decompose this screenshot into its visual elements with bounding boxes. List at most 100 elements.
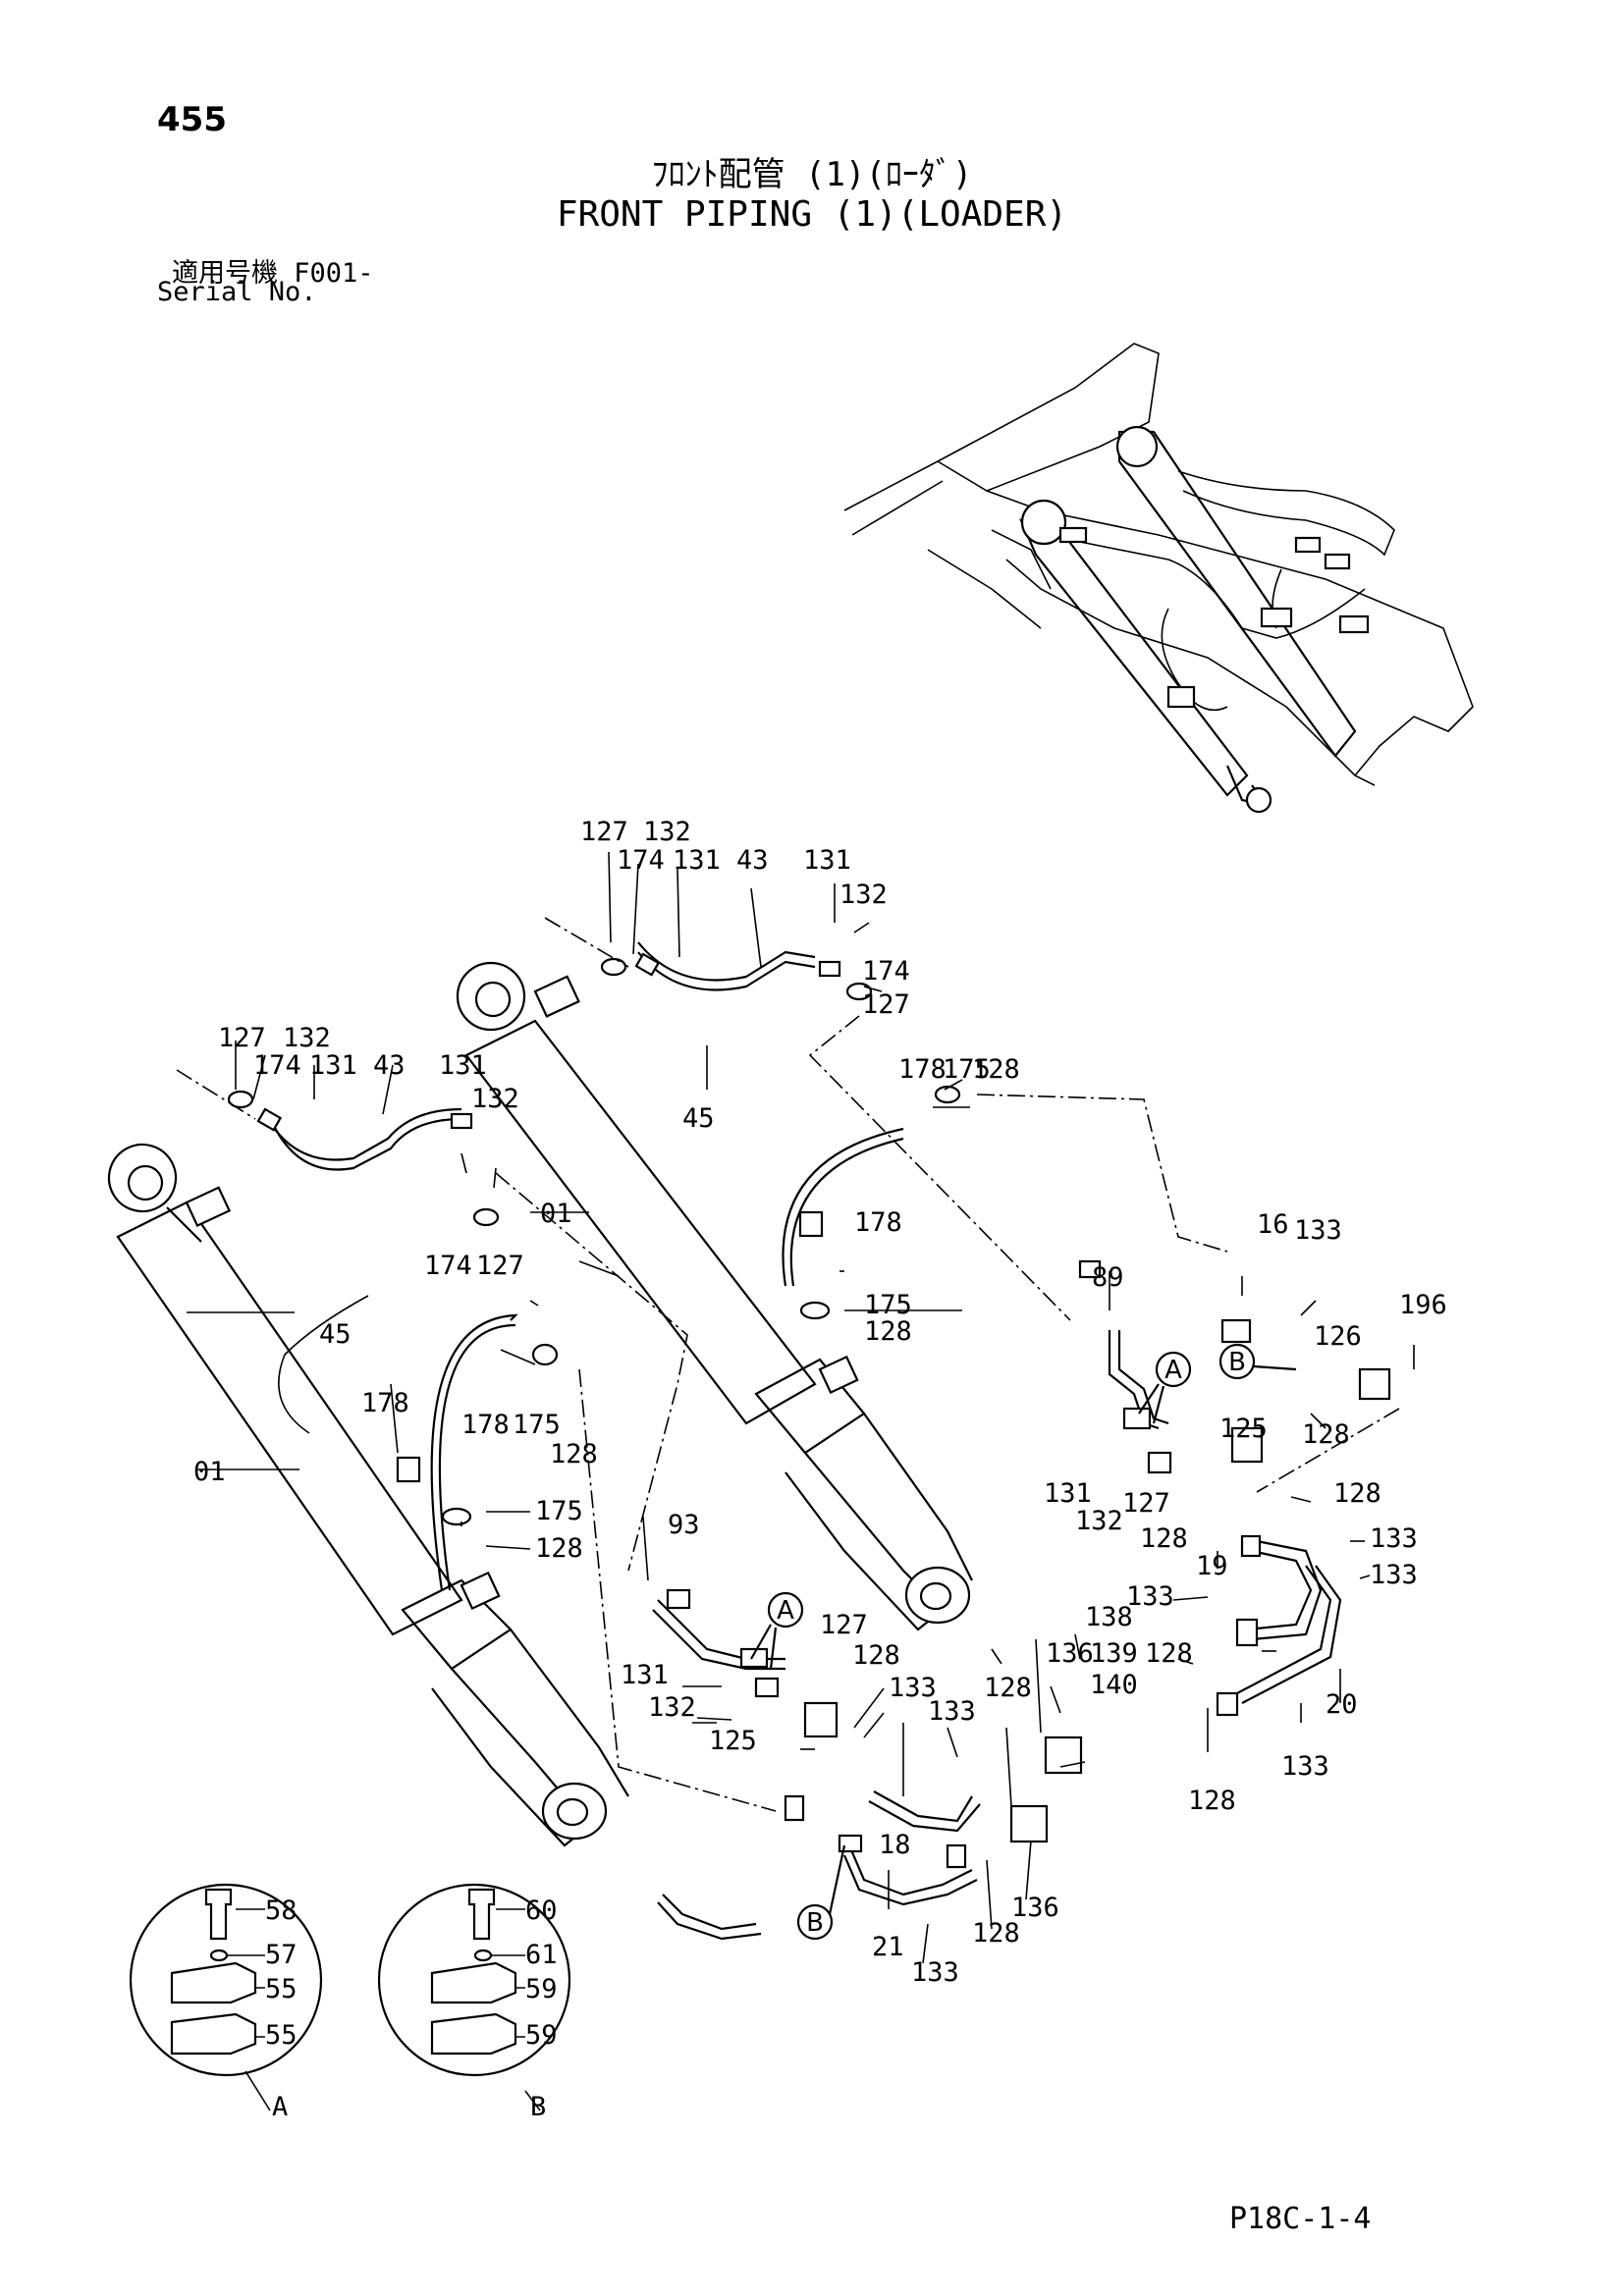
callout-133: 133 — [911, 1957, 959, 1988]
callout-128: 128 — [1302, 1419, 1350, 1450]
callout-45: 45 — [319, 1319, 352, 1350]
reference-letter-a-1: A — [1164, 1356, 1182, 1385]
callout-131: 131 — [309, 1050, 357, 1081]
callout-126: 126 — [1314, 1321, 1362, 1352]
reference-circle-b-2 — [796, 1903, 834, 1941]
callout-131: 131 — [803, 845, 851, 876]
callout-131: 131 — [1044, 1478, 1092, 1509]
reference-letter-b-2: B — [806, 1908, 824, 1938]
callout-127: 127 — [1122, 1488, 1170, 1519]
callout-127: 127 — [476, 1251, 524, 1281]
detail-view-a: 58 57 55 55 A — [129, 1883, 323, 2122]
callout-128: 128 — [550, 1439, 598, 1469]
callout-132: 132 — [1075, 1506, 1123, 1536]
boom-cylinder-right — [456, 961, 973, 1631]
reference-circle-b-1 — [1218, 1343, 1256, 1380]
pipes-and-hoses — [264, 941, 1342, 1941]
reference-letter-a-2: A — [777, 1596, 794, 1626]
callout-93: 93 — [668, 1510, 700, 1540]
callout-133: 133 — [1294, 1215, 1342, 1246]
callout-138: 138 — [1085, 1602, 1133, 1632]
callout-128: 128 — [1333, 1478, 1381, 1509]
callout-133: 133 — [1126, 1581, 1174, 1612]
page-number: 455 — [157, 100, 227, 139]
fittings — [227, 952, 1391, 1869]
callout-43: 43 — [736, 845, 769, 876]
callout-133: 133 — [889, 1673, 937, 1703]
callout-178: 178 — [854, 1207, 902, 1238]
reference-lines — [176, 917, 1400, 1812]
detail-a-callout-58: 58 — [265, 1896, 298, 1926]
callout-128: 128 — [984, 1673, 1032, 1703]
callout-127: 127 — [862, 989, 910, 1020]
callout-20: 20 — [1326, 1689, 1358, 1720]
callout-132: 132 — [648, 1692, 696, 1723]
callout-131: 131 — [621, 1660, 669, 1690]
leader-lines — [187, 851, 1415, 1964]
detail-view-b: 60 61 59 59 B — [377, 1883, 571, 2122]
callout-133: 133 — [1281, 1751, 1329, 1782]
callout-128: 128 — [972, 1054, 1020, 1085]
serial-label: Serial No. — [157, 277, 317, 307]
callout-175: 175 — [864, 1290, 912, 1320]
callout-45: 45 — [682, 1103, 715, 1134]
detail-b-callout-60: 60 — [525, 1896, 558, 1926]
detail-a-callout-55-upper: 55 — [265, 1974, 298, 2004]
reference-letter-b-1: B — [1228, 1348, 1246, 1377]
callout-132: 132 — [839, 880, 888, 910]
callout-128: 128 — [1140, 1523, 1188, 1554]
callout-19: 19 — [1196, 1551, 1228, 1581]
page-title: FRONT PIPING (1)(LOADER) — [556, 194, 1068, 235]
detail-a-label: A — [272, 2092, 288, 2122]
page-title-japanese: ﾌﾛﾝﾄ配管 (1)(ﾛｰﾀﾞ) — [651, 155, 973, 194]
reference-circle-a-2 — [767, 1591, 804, 1629]
callout-133: 133 — [1370, 1523, 1418, 1554]
boom-cylinder-left — [107, 1143, 629, 1847]
callout-174: 174 — [617, 845, 665, 876]
callout-140: 140 — [1090, 1670, 1138, 1700]
reference-markers: A A B B — [750, 1343, 1297, 1941]
detail-b-label: B — [530, 2092, 546, 2122]
callout-21: 21 — [872, 1932, 904, 1962]
detail-a-callout-55-lower: 55 — [265, 2020, 298, 2051]
callout-132: 132 — [283, 1023, 331, 1053]
callout-128: 128 — [972, 1918, 1020, 1949]
callout-175: 175 — [513, 1410, 561, 1440]
callout-175: 175 — [943, 1054, 991, 1085]
callout-16: 16 — [1257, 1209, 1289, 1240]
serial-label-japanese: 適用号機 F001- — [172, 258, 374, 289]
callout-174: 174 — [424, 1251, 472, 1281]
callout-128: 128 — [1188, 1786, 1236, 1816]
reference-circle-a-1 — [1155, 1351, 1192, 1388]
callout-89: 89 — [1092, 1262, 1124, 1293]
callout-128: 128 — [852, 1640, 900, 1671]
callout-178: 178 — [461, 1410, 510, 1440]
callout-43: 43 — [373, 1050, 406, 1081]
callout-131: 131 — [439, 1050, 487, 1081]
detail-b-callout-59-upper: 59 — [525, 1974, 558, 2004]
callout-128: 128 — [864, 1316, 912, 1347]
callout-01: 01 — [193, 1457, 226, 1487]
detail-b-callout-61: 61 — [525, 1940, 558, 1970]
callout-132: 132 — [643, 817, 691, 847]
footer-code: P18C-1-4 — [1229, 2202, 1372, 2236]
callout-18: 18 — [879, 1830, 911, 1860]
callout-133: 133 — [928, 1696, 976, 1727]
callout-127: 127 — [218, 1023, 266, 1053]
callout-127: 127 — [580, 817, 628, 847]
callout-178: 178 — [898, 1054, 947, 1085]
callout-136: 136 — [1011, 1893, 1059, 1923]
callout-125: 125 — [709, 1726, 757, 1756]
overview-illustration — [843, 343, 1474, 814]
callout-128: 128 — [535, 1533, 583, 1564]
callout-139: 139 — [1090, 1638, 1138, 1669]
callout-174: 174 — [253, 1050, 301, 1081]
callout-178: 178 — [361, 1388, 409, 1418]
callout-125: 125 — [1219, 1414, 1268, 1444]
callout-128: 128 — [1145, 1638, 1193, 1669]
detail-b-callout-59-lower: 59 — [525, 2020, 558, 2051]
callout-132: 132 — [471, 1084, 519, 1114]
callout-131: 131 — [673, 845, 721, 876]
callout-133: 133 — [1370, 1560, 1418, 1590]
